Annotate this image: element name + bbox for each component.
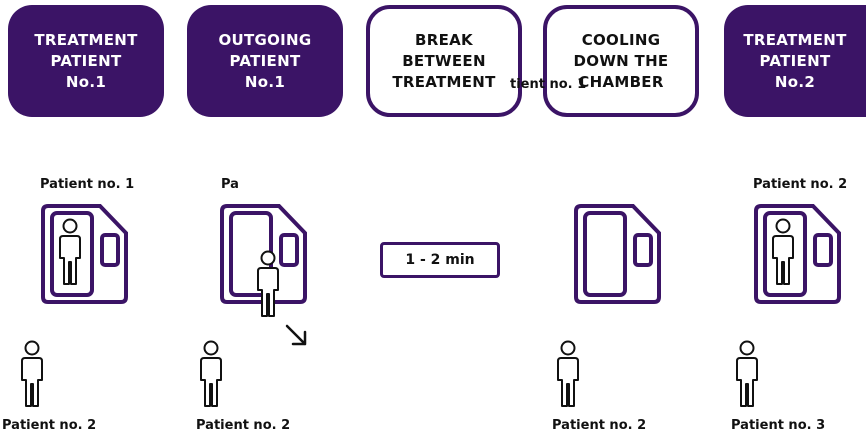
cryo-chamber-icon <box>574 204 661 304</box>
stage-cooling-down-chamber: COOLING DOWN THE CHAMBER <box>543 5 699 117</box>
person-icon <box>21 340 43 407</box>
cryo-chamber-icon <box>220 204 307 304</box>
cryo-chamber-icon <box>754 204 841 304</box>
stage-line: COOLING <box>581 30 661 49</box>
stage-line: DOWN THE <box>573 51 669 70</box>
stage-line: TREATMENT <box>392 72 496 91</box>
stage-line: CHAMBER <box>578 72 664 91</box>
stage-line: BETWEEN <box>402 51 486 70</box>
duration-badge: 1 - 2 min <box>380 242 500 278</box>
stage-line: No.1 <box>65 72 107 91</box>
stage-line: PATIENT <box>50 51 122 70</box>
person-icon <box>257 250 279 317</box>
person-icon <box>557 340 579 407</box>
chamber-label-3: Patient no. 2 <box>753 177 848 192</box>
exit-arrow-icon <box>285 324 307 346</box>
chamber-label-1: Patient no. 1 <box>40 177 135 192</box>
stage-outgoing-patient-1: OUTGOING PATIENT No.1 <box>187 5 343 117</box>
stage-line: No.2 <box>774 72 816 91</box>
stage-line: PATIENT <box>229 51 301 70</box>
person-icon <box>200 340 222 407</box>
overlap-text: tient no. 1 <box>510 77 587 92</box>
person-icon <box>736 340 758 407</box>
stage-treatment-patient-1: TREATMENT PATIENT No.1 <box>8 5 164 117</box>
stage-line: BREAK <box>415 30 473 49</box>
stage-line: TREATMENT <box>34 30 138 49</box>
cryo-chamber-icon <box>41 204 128 304</box>
person-icon <box>59 218 81 285</box>
waiting-label-3: Patient no. 2 <box>552 418 647 433</box>
stage-break-between-treatment: BREAK BETWEEN TREATMENT <box>366 5 522 117</box>
waiting-label-1: Patient no. 2 <box>2 418 97 433</box>
stage-line: PATIENT <box>759 51 831 70</box>
chamber-label-2: Pa <box>221 177 239 192</box>
stage-line: OUTGOING <box>218 30 312 49</box>
waiting-label-4: Patient no. 3 <box>731 418 826 433</box>
waiting-label-2: Patient no. 2 <box>196 418 291 433</box>
stage-treatment-patient-2: TREATMENT PATIENT No.2 <box>724 5 866 117</box>
stage-line: TREATMENT <box>743 30 847 49</box>
person-icon <box>772 218 794 285</box>
stage-line: No.1 <box>244 72 286 91</box>
